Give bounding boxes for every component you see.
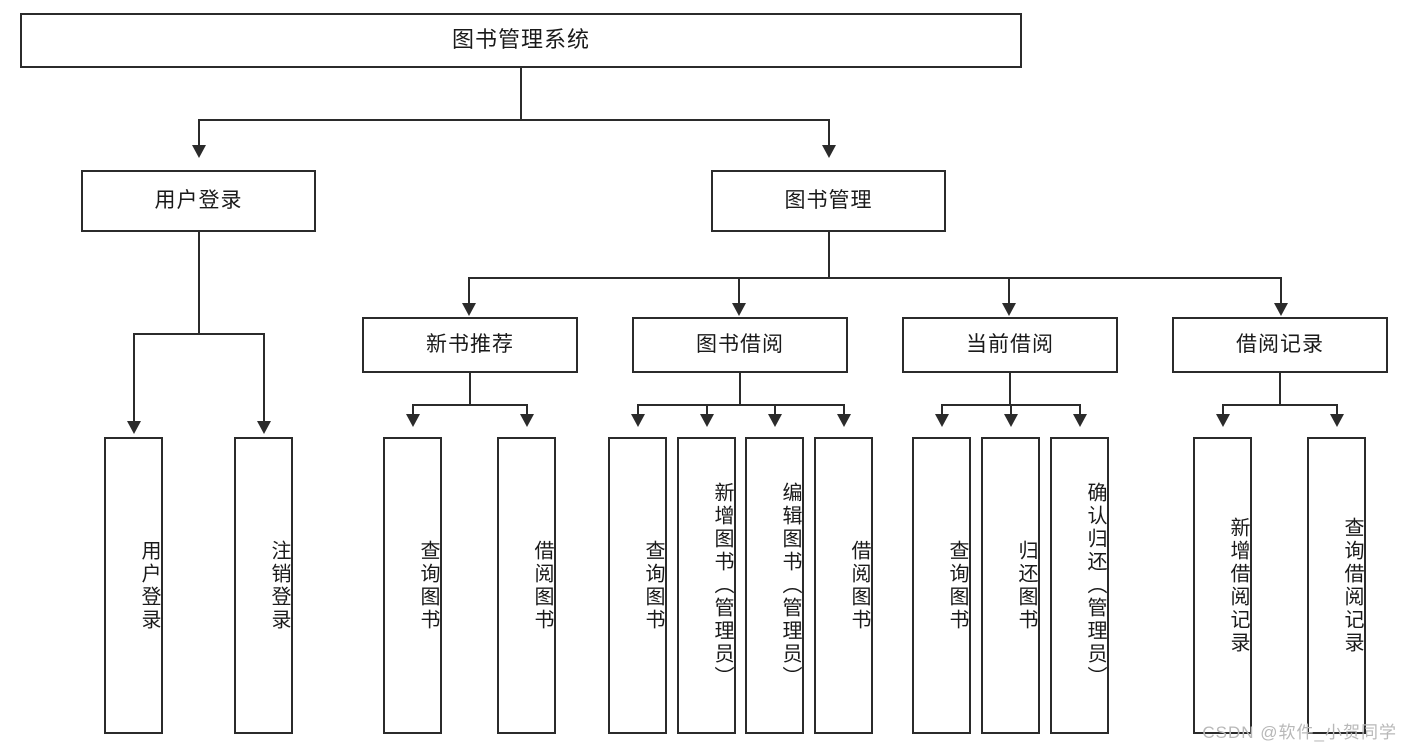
connector-cb-drop-1 xyxy=(941,404,943,416)
node-label: 用户登录 xyxy=(154,189,243,213)
connector-book-manage-bus xyxy=(468,277,1282,279)
node-label: 用户登录 xyxy=(138,539,160,632)
connector-book-manage-stem xyxy=(828,232,830,278)
connector-bb-drop-2 xyxy=(706,404,708,416)
node-book-borrow[interactable]: 图书借阅 xyxy=(632,317,848,373)
connector-user-login-drop-1 xyxy=(133,333,135,423)
node-label: 查询借阅记录 xyxy=(1341,516,1363,655)
connector-user-login-drop-2 xyxy=(263,333,265,423)
node-label: 编辑图书（管理员） xyxy=(779,482,801,689)
connector-book-manage-drop-1 xyxy=(468,277,470,305)
node-label: 查询图书 xyxy=(946,539,968,632)
connector-root-stem xyxy=(520,68,522,120)
connector-book-manage-drop-4 xyxy=(1280,277,1282,305)
node-label: 注销登录 xyxy=(268,539,290,632)
node-label: 新书推荐 xyxy=(426,333,514,357)
arrowhead-nbr-leaf-2 xyxy=(520,414,534,427)
connector-cb-drop-2 xyxy=(1010,404,1012,416)
node-label: 图书管理系统 xyxy=(451,27,590,53)
connector-br-stem xyxy=(1279,373,1281,405)
connector-nbr-drop-2 xyxy=(526,404,528,416)
node-label: 借阅图书 xyxy=(531,539,553,632)
connector-book-manage-drop-2 xyxy=(738,277,740,305)
arrowhead-book-borrow xyxy=(732,303,746,316)
node-new-book-recommend[interactable]: 新书推荐 xyxy=(362,317,578,373)
arrowhead-bb-leaf-2 xyxy=(700,414,714,427)
connector-bb-drop-3 xyxy=(774,404,776,416)
node-user-login[interactable]: 用户登录 xyxy=(81,170,316,232)
leaf-bb-query-book[interactable]: 查询图书 xyxy=(608,437,667,734)
arrowhead-cb-leaf-2 xyxy=(1004,414,1018,427)
connector-nbr-stem xyxy=(469,373,471,405)
connector-book-manage-drop-3 xyxy=(1008,277,1010,305)
leaf-bb-edit-book[interactable]: 编辑图书（管理员） xyxy=(745,437,804,734)
leaf-cb-query-book[interactable]: 查询图书 xyxy=(912,437,971,734)
leaf-logout[interactable]: 注销登录 xyxy=(234,437,293,734)
arrowhead-bb-leaf-3 xyxy=(768,414,782,427)
node-label: 查询图书 xyxy=(642,539,664,632)
arrowhead-cb-leaf-1 xyxy=(935,414,949,427)
connector-br-drop-2 xyxy=(1336,404,1338,416)
node-label: 借阅记录 xyxy=(1236,333,1324,357)
leaf-bb-add-book[interactable]: 新增图书（管理员） xyxy=(677,437,736,734)
node-root-system[interactable]: 图书管理系统 xyxy=(20,13,1022,68)
node-label: 图书借阅 xyxy=(696,333,784,357)
connector-bb-bus xyxy=(637,404,845,406)
arrowhead-user-login xyxy=(192,145,206,158)
connector-bb-drop-1 xyxy=(637,404,639,416)
leaf-user-login[interactable]: 用户登录 xyxy=(104,437,163,734)
node-label: 借阅图书 xyxy=(848,539,870,632)
arrowhead-book-manage xyxy=(822,145,836,158)
connector-nbr-drop-1 xyxy=(412,404,414,416)
node-label: 新增图书（管理员） xyxy=(711,482,733,689)
connector-nbr-bus xyxy=(412,404,528,406)
connector-user-login-stem xyxy=(198,232,200,334)
connector-root-bus xyxy=(198,119,830,121)
connector-cb-drop-3 xyxy=(1079,404,1081,416)
arrowhead-cb-leaf-3 xyxy=(1073,414,1087,427)
node-borrow-record[interactable]: 借阅记录 xyxy=(1172,317,1388,373)
arrowhead-current-borrow xyxy=(1002,303,1016,316)
node-label: 查询图书 xyxy=(417,539,439,632)
node-label: 新增借阅记录 xyxy=(1227,516,1249,655)
node-book-manage[interactable]: 图书管理 xyxy=(711,170,946,232)
connector-cb-stem xyxy=(1009,373,1011,405)
node-label: 确认归还（管理员） xyxy=(1084,482,1106,689)
arrowhead-br-leaf-1 xyxy=(1216,414,1230,427)
node-current-borrow[interactable]: 当前借阅 xyxy=(902,317,1118,373)
leaf-bb-borrow-book[interactable]: 借阅图书 xyxy=(814,437,873,734)
leaf-nbr-query-book[interactable]: 查询图书 xyxy=(383,437,442,734)
leaf-nbr-borrow-book[interactable]: 借阅图书 xyxy=(497,437,556,734)
connector-br-drop-1 xyxy=(1222,404,1224,416)
leaf-cb-return-book[interactable]: 归还图书 xyxy=(981,437,1040,734)
connector-root-drop-left xyxy=(198,119,200,147)
arrowhead-bb-leaf-4 xyxy=(837,414,851,427)
node-label: 当前借阅 xyxy=(966,333,1054,357)
connector-root-drop-right xyxy=(828,119,830,147)
connector-br-bus xyxy=(1222,404,1338,406)
connector-bb-drop-4 xyxy=(843,404,845,416)
leaf-cb-confirm-return[interactable]: 确认归还（管理员） xyxy=(1050,437,1109,734)
arrowhead-borrow-record xyxy=(1274,303,1288,316)
arrowhead-bb-leaf-1 xyxy=(631,414,645,427)
connector-bb-stem xyxy=(739,373,741,405)
node-label: 归还图书 xyxy=(1015,539,1037,632)
leaf-br-query-record[interactable]: 查询借阅记录 xyxy=(1307,437,1366,734)
leaf-br-add-record[interactable]: 新增借阅记录 xyxy=(1193,437,1252,734)
connector-user-login-bus xyxy=(133,333,265,335)
arrowhead-new-book-recommend xyxy=(462,303,476,316)
arrowhead-leaf-logout xyxy=(257,421,271,434)
node-label: 图书管理 xyxy=(784,189,873,213)
arrowhead-leaf-user-login xyxy=(127,421,141,434)
arrowhead-nbr-leaf-1 xyxy=(406,414,420,427)
arrowhead-br-leaf-2 xyxy=(1330,414,1344,427)
